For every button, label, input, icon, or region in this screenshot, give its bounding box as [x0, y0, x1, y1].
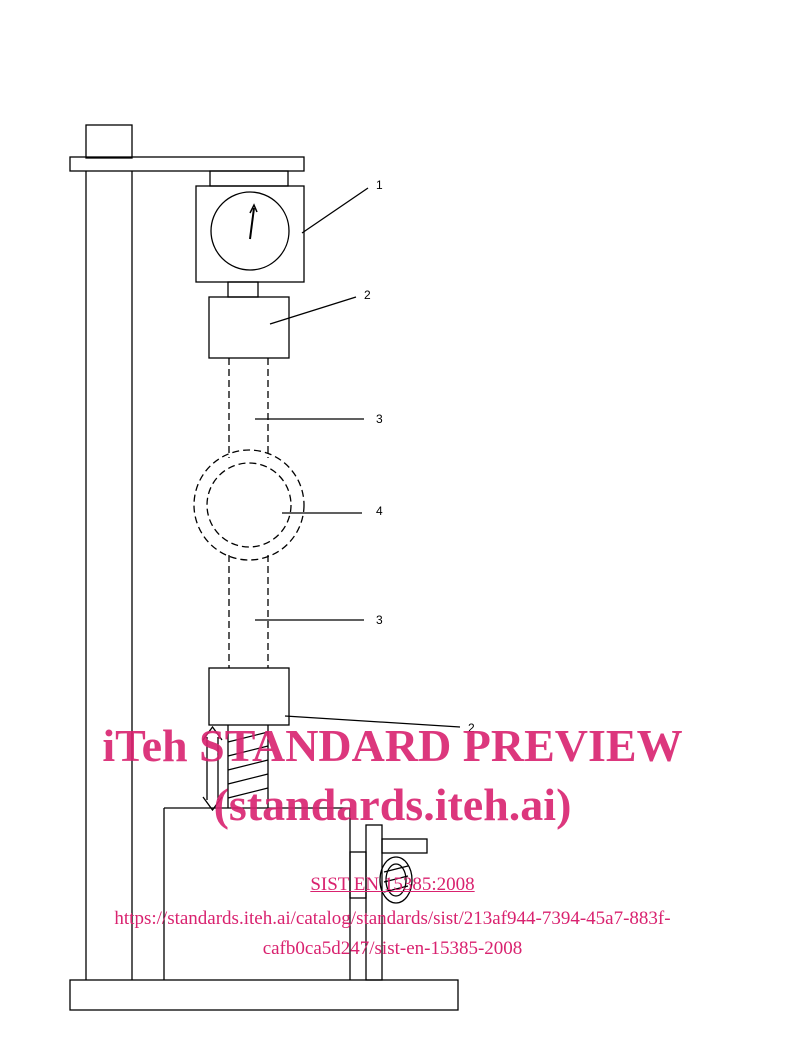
- dial-gauge: [195, 170, 305, 298]
- callout-upper-clamp: 2: [269, 288, 371, 325]
- watermark-title: iTeh STANDARD PREVIEW: [102, 720, 683, 771]
- watermark-standard-link[interactable]: SIST EN 15385:2008: [310, 874, 475, 895]
- callout-ring: 4: [282, 504, 383, 518]
- stand-column: [69, 124, 305, 980]
- watermark-catalog-url-line1[interactable]: https://standards.iteh.ai/catalog/standa…: [114, 908, 671, 929]
- callout-number: 3: [376, 613, 383, 627]
- lower-clamp: [208, 667, 290, 726]
- callout-gauge: 1: [301, 178, 383, 234]
- callout-upper-rod: 3: [255, 412, 383, 426]
- lower-test-rod: [228, 555, 269, 668]
- base-plate: [69, 979, 459, 1011]
- watermark-catalog-url-line2[interactable]: cafb0ca5d247/sist-en-15385-2008: [262, 938, 523, 959]
- callout-number: 2: [468, 721, 475, 735]
- callout-lower-rod: 3: [255, 613, 383, 627]
- handwheel: [349, 824, 428, 981]
- callout-number: 3: [376, 412, 383, 426]
- callout-lower-clamp: 2: [284, 715, 475, 735]
- callout-number: 4: [376, 504, 383, 518]
- lead-screw: [227, 725, 269, 808]
- watermark-subtitle: (standards.iteh.ai): [213, 779, 572, 830]
- callout-number: 2: [364, 288, 371, 302]
- callout-number: 1: [376, 178, 383, 192]
- displacement-arrow: [202, 725, 223, 812]
- upper-clamp: [208, 296, 290, 359]
- ring-specimen: [193, 449, 305, 561]
- upper-test-rod: [228, 358, 269, 458]
